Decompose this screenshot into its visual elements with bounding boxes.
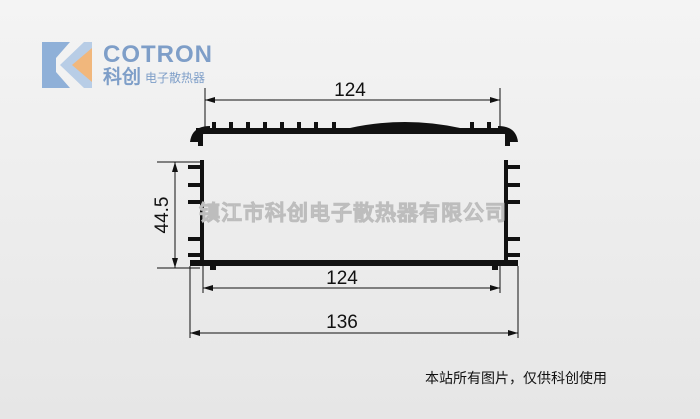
top-fins <box>212 122 491 129</box>
dim-top-width: 124 <box>334 80 366 101</box>
footer-note: 本站所有图片，仅供科创使用 <box>425 371 607 387</box>
side-fins <box>188 165 520 257</box>
dim-overall-width: 136 <box>326 312 358 333</box>
dim-height: 44.5 <box>152 197 173 234</box>
dimension-arrows <box>172 97 518 336</box>
logo-tagline: 电子散热器 <box>145 70 205 85</box>
dim-inner-width: 124 <box>326 268 358 289</box>
logo-brand-en: COTRON <box>103 41 213 68</box>
watermark: 镇江市科创电子散热器有限公司 <box>199 201 507 225</box>
dimension-lines <box>157 88 519 338</box>
logo-brand-cn: 科创 <box>103 65 141 88</box>
heatsink-profile <box>188 122 520 270</box>
cotron-logo: COTRON 科创 电子散热器 <box>42 41 213 88</box>
